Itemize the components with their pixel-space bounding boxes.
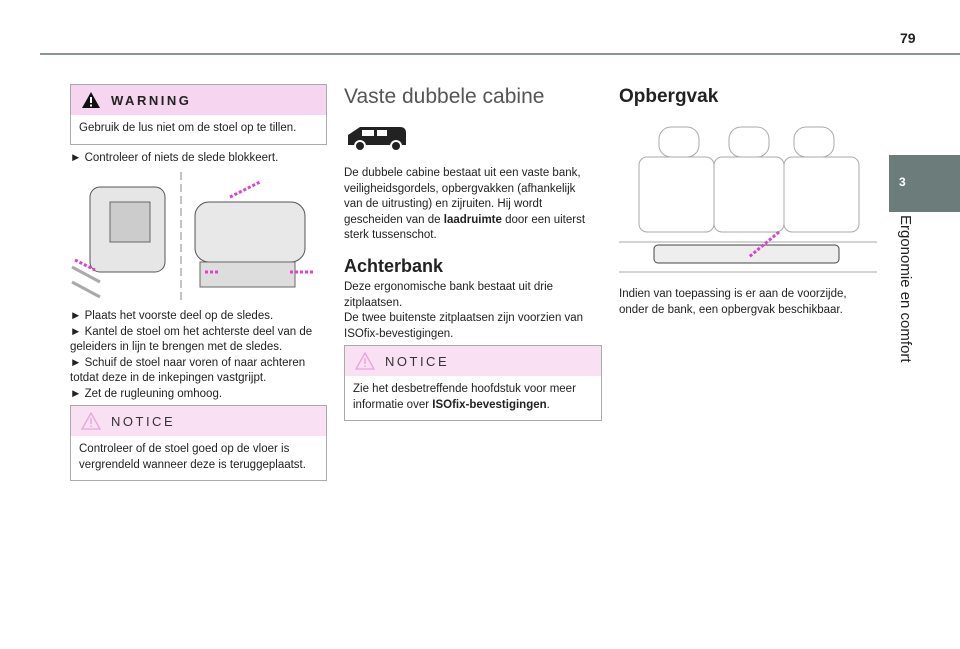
isofix-text: De twee buitenste zitplaatsen zijn voorz… [344, 312, 584, 340]
warning-header: WARNING [71, 85, 326, 115]
notice-text: Controleer of de stoel goed op de vloer … [79, 443, 306, 471]
warning-text: Gebruik de lus niet om de stoel op te ti… [79, 122, 297, 134]
step: ► Zet de rugleuning omhoog. [70, 387, 223, 400]
notice-header: NOTICE [345, 346, 601, 376]
storage-illustration [619, 126, 877, 273]
section-title: Opbergvak [619, 86, 719, 107]
bold-term: ISOfix-bevestigingen [432, 398, 547, 411]
chapter-title: Ergonomie en comfort [897, 215, 914, 363]
storage-text: Indien van toepassing is er aan de voorz… [619, 288, 847, 316]
bench-text: Deze ergonomische bank bestaat uit drie … [344, 281, 554, 309]
page-number: 79 [900, 30, 916, 46]
step-check-slide: ► Controleer of niets de slede blokkeert… [70, 152, 279, 164]
seat-illustration [71, 172, 315, 302]
notice-header: NOTICE [71, 406, 326, 436]
notice-box: NOTICE Controleer of de stoel goed op de… [70, 405, 327, 481]
notice-title: NOTICE [111, 413, 176, 429]
step: ► Kantel de stoel om het achterste deel … [70, 325, 313, 354]
notice-box: NOTICE Zie het desbetreffende hoofdstuk … [344, 345, 602, 421]
warning-box: WARNING Gebruik de lus niet om de stoel … [70, 84, 327, 145]
warning-icon [82, 92, 100, 108]
text: De dubbele cabine bestaat uit een vaste … [344, 167, 581, 226]
notice-icon [81, 412, 101, 430]
subsection-title: Achterbank [344, 256, 444, 276]
text: . [546, 398, 550, 411]
step: ► Schuif de stoel naar voren of naar ach… [70, 356, 306, 385]
warning-title: WARNING [111, 92, 192, 108]
van-icon [348, 127, 406, 152]
text: door een uiterst sterk tussenschot. [344, 213, 586, 242]
notice-title: NOTICE [385, 353, 450, 369]
notice-icon [355, 352, 375, 370]
steps-list: ► Plaats het voorste deel op de sledes. … [70, 309, 328, 402]
text: Zie het desbetreffende hoofdstuk voor me… [353, 383, 576, 411]
step: ► Plaats het voorste deel op de sledes. [70, 310, 274, 322]
chapter-tab[interactable]: 3 [889, 155, 960, 212]
bold-term: laadruimte [443, 213, 502, 226]
cabin-description: De dubbele cabine bestaat uit een vaste … [344, 166, 594, 244]
header-rule [40, 53, 960, 55]
notice-text: Zie het desbetreffende hoofdstuk voor me… [353, 382, 593, 413]
section-title: Vaste dubbele cabine [344, 85, 545, 108]
chapter-number: 3 [899, 175, 906, 189]
